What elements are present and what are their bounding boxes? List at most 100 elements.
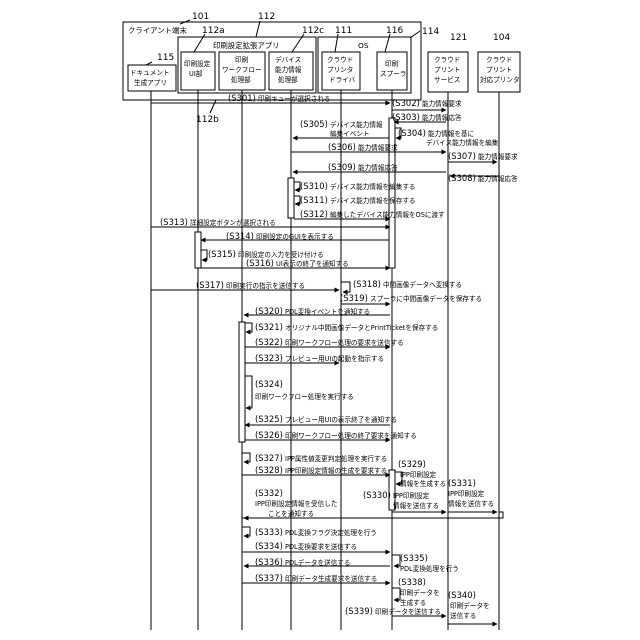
ui-line2: UI部 <box>189 69 203 78</box>
wf-line3: 処理部 <box>231 75 251 84</box>
s324-text: 印刷ワークフロー処理を実行する <box>255 392 354 401</box>
s318-step: (S318) <box>353 279 381 289</box>
s331-text2: 情報を送信する <box>448 499 494 508</box>
s337-text: 印刷データ生成要求を送信する <box>285 574 377 583</box>
s338-text2: 生成する <box>400 598 426 607</box>
ref-112c: 112c <box>302 26 324 36</box>
s340-text2: 送信する <box>450 611 476 620</box>
s319-text: スプーラに中間画像データを保存する <box>370 294 482 303</box>
s323-step: (S323) <box>255 353 283 363</box>
s319-step: (S319) <box>340 293 368 303</box>
s308-text: 能力情報応答 <box>478 174 518 183</box>
ref-112b: 112b <box>196 115 219 125</box>
s328-step: (S328) <box>255 465 283 475</box>
s332-step: (S332) <box>255 488 283 498</box>
prn-line2: プリント <box>486 66 512 74</box>
s304-text2: デバイス能力情報を編集 <box>426 138 499 147</box>
spool-line2: スプーラ <box>380 70 406 78</box>
s304-step: (S304) <box>398 128 426 138</box>
s326-text: 印刷ワークフロー処理の終了要求を通知する <box>285 431 417 440</box>
s339-text: 印刷データを送信する <box>375 607 441 616</box>
s331-text: IPP印刷設定 <box>448 489 485 498</box>
s333-text: PDL変換フラグ決定処理を行う <box>285 528 377 537</box>
s310-text: デバイス能力情報を編集する <box>330 182 416 191</box>
doc-app-line2: 生成アプリ <box>134 78 167 87</box>
s303-text: 能力情報応答 <box>422 113 462 122</box>
s339-step: (S339) <box>345 606 373 616</box>
s309-step: (S309) <box>328 162 356 172</box>
s317-text: 印刷実行の指示を送信する <box>226 281 305 290</box>
s330-text2: 情報を送信する <box>393 501 439 510</box>
ref-116: 116 <box>386 26 403 36</box>
prn-line3: 対応プリンタ <box>480 75 520 84</box>
s334-text: PDL変換要求を送信する <box>285 542 357 551</box>
s311-text: デバイス能力情報を保存する <box>330 196 416 205</box>
wf-line2: ワークフロー <box>222 66 262 74</box>
s305-text2: 編集イベント <box>330 129 370 138</box>
s325-step: (S325) <box>255 414 283 424</box>
prn-line1: クラウド <box>486 56 512 64</box>
s311-step: (S311) <box>300 195 328 205</box>
s305-step: (S305) <box>300 119 328 129</box>
s314-step: (S314) <box>226 231 254 241</box>
dev-line3: 処理部 <box>278 75 298 84</box>
s302-step: (S302) <box>392 98 420 108</box>
s302-text: 能力情報要求 <box>422 99 462 108</box>
ref-115: 115 <box>157 53 174 63</box>
s312-text: 編集したデバイス能力情報をOSに渡す <box>330 210 445 219</box>
s329-text: IPP印刷設定 <box>400 470 437 479</box>
svc-line1: クラウド <box>434 56 460 64</box>
s306-text: 能力情報要求 <box>358 143 398 152</box>
dev-line1: デバイス <box>275 55 301 64</box>
ref-104: 104 <box>493 33 510 43</box>
s327-text: IPP属性値変更判定処理を実行する <box>285 454 387 463</box>
client-label: クライアント端末 <box>128 26 187 35</box>
s316-step: (S316) <box>246 258 274 268</box>
s307-text: 能力情報要求 <box>478 152 518 161</box>
s308-step: (S308) <box>448 173 476 183</box>
drv-line2: プリンタ <box>327 65 353 74</box>
s326-step: (S326) <box>255 430 283 440</box>
s324-step: (S324) <box>255 379 283 389</box>
ref-121: 121 <box>450 33 467 43</box>
s330-step: (S330) <box>363 490 391 500</box>
s310-step: (S310) <box>300 181 328 191</box>
s316-text: UI表示の終了を通知する <box>276 259 349 268</box>
s334-step: (S334) <box>255 541 283 551</box>
os-label: OS <box>358 41 369 50</box>
s338-step: (S338) <box>398 577 426 587</box>
s322-text: 印刷ワークフロー処理の要求を送信する <box>285 338 404 347</box>
s315-step: (S315) <box>208 249 236 259</box>
ref-112: 112 <box>258 12 275 22</box>
s312-step: (S312) <box>300 209 328 219</box>
s336-text: PDLデータを送信する <box>285 558 350 567</box>
doc-app-line1: ドキュメント <box>130 69 170 77</box>
s330-text: IPP印刷設定 <box>393 491 430 500</box>
s303-step: (S303) <box>392 112 420 122</box>
s321-text: オリジナル中間画像データとPrintTicketを保存する <box>285 323 438 332</box>
s323-text: プレビュー用UIの起動を指示する <box>285 354 384 363</box>
ui-line1: 印刷設定 <box>184 59 211 68</box>
s301-step: (S301) <box>228 93 256 103</box>
s336-step: (S336) <box>255 557 283 567</box>
s320-text: PDL変換イベントを通知する <box>285 307 370 316</box>
s318-text: 中間画像データへ変換する <box>383 280 462 289</box>
s301-text: 印刷キューが選択される <box>258 94 331 103</box>
s328-text: IPP印刷設定情報の生成を要求する <box>285 466 387 475</box>
s306-step: (S306) <box>328 142 356 152</box>
drv-line1: クラウド <box>327 56 353 64</box>
ref-101: 101 <box>192 12 209 22</box>
s332-text: IPP印刷設定情報を受信した <box>255 499 337 508</box>
ref-114: 114 <box>422 27 439 37</box>
svc-line2: プリント <box>434 66 460 74</box>
drv-line3: ドライバ <box>329 76 356 84</box>
spool-line1: 印刷 <box>385 60 399 68</box>
s309-text: 能力情報応答 <box>358 163 398 172</box>
s304-text: 能力情報を基に <box>428 129 474 138</box>
s331-step: (S331) <box>448 478 476 488</box>
s329-text2: 情報を生成する <box>400 479 446 488</box>
s314-text: 印刷設定のGUIを表示する <box>256 232 334 241</box>
s325-text: プレビュー用UIの表示終了を通知する <box>285 415 397 424</box>
